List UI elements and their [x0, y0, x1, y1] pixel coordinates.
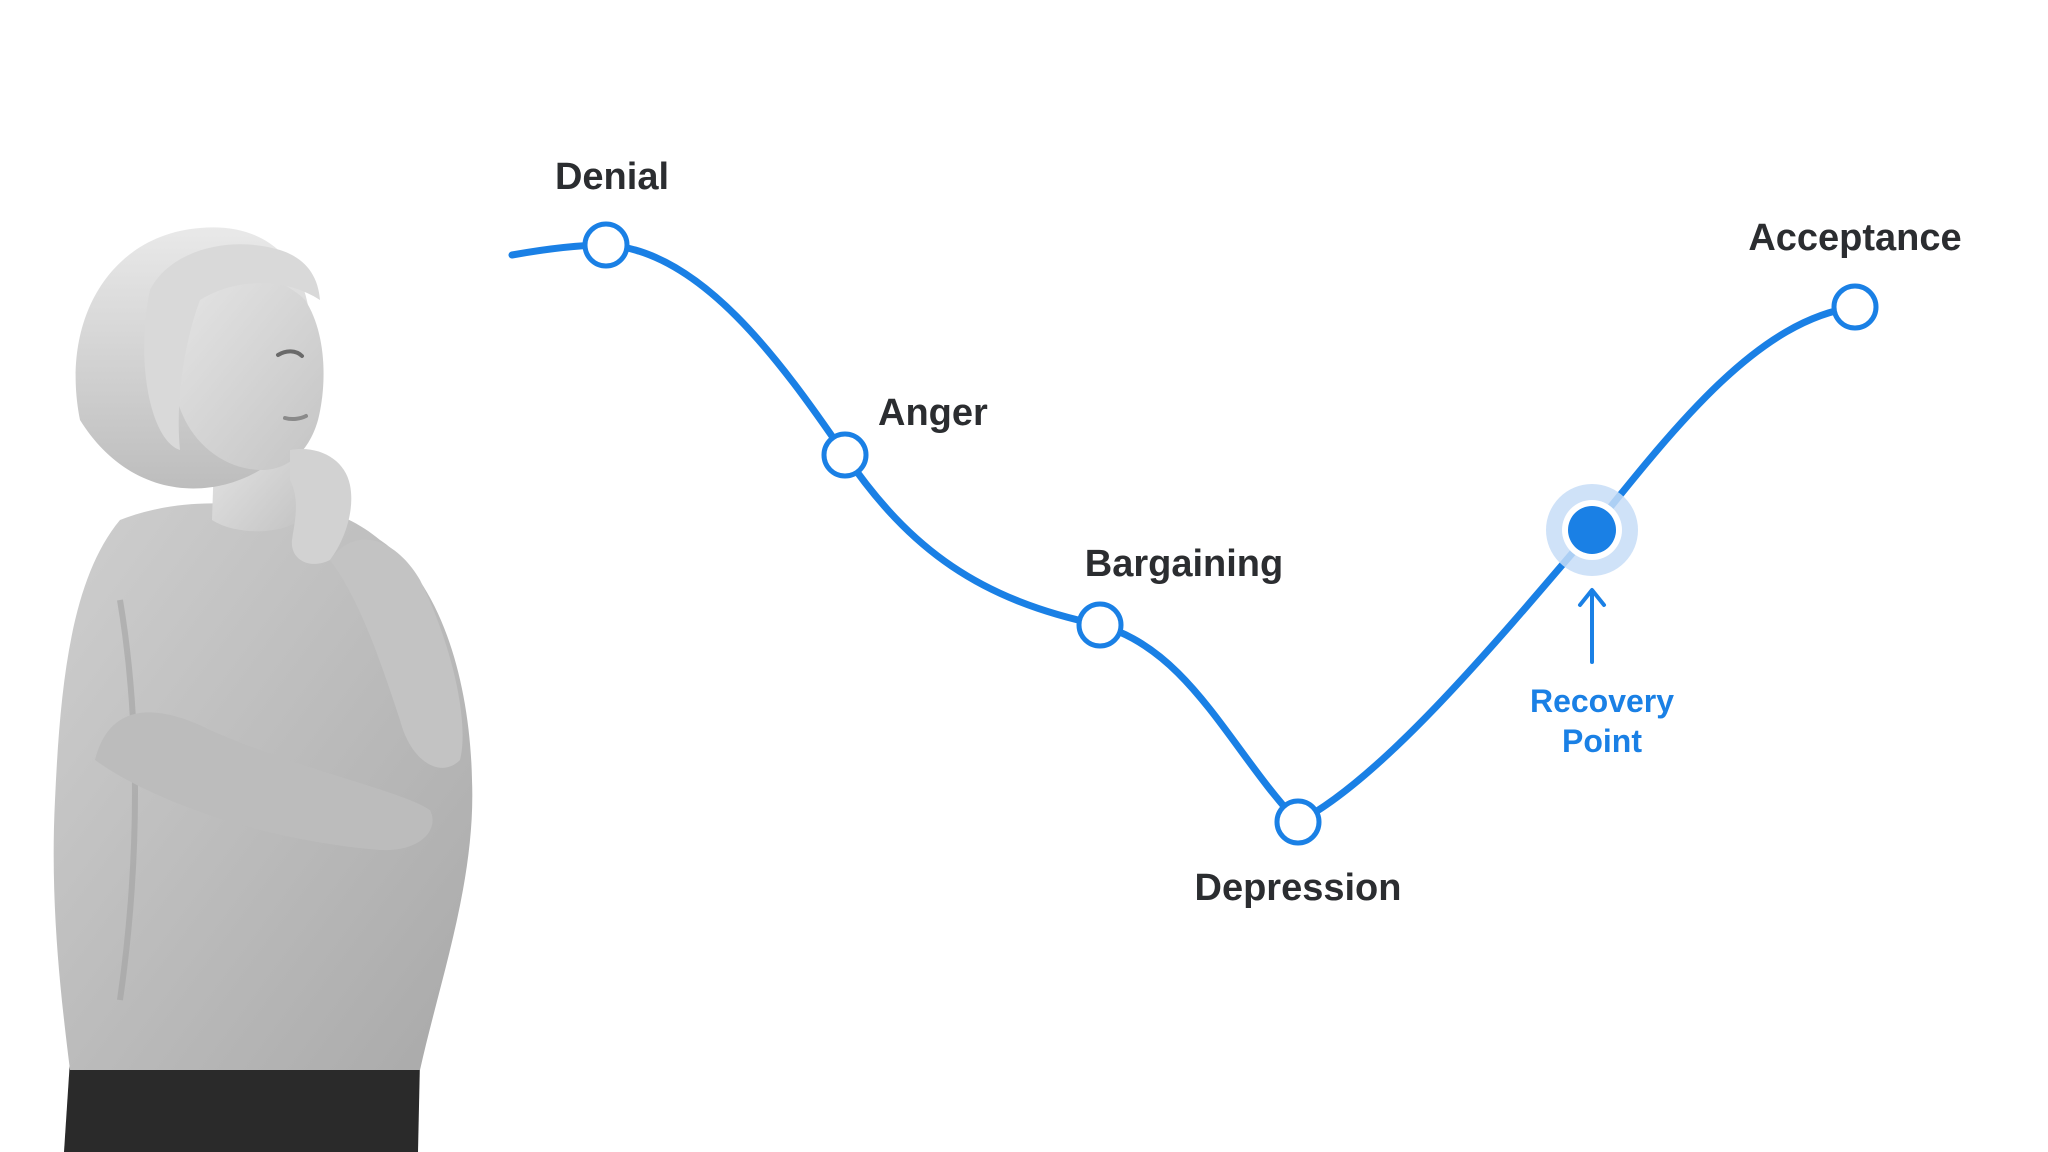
stage-nodes: [582, 221, 1879, 846]
stage-label-acceptance: Acceptance: [1748, 217, 1961, 259]
node-depression: [1274, 798, 1322, 846]
raised-arm-shape: [330, 539, 463, 768]
stage-label-depression: Depression: [1195, 867, 1402, 909]
sweater-shading: [117, 599, 138, 1001]
woman-thinking-illustration: [53, 227, 473, 1152]
node-acceptance: [1831, 283, 1879, 331]
folded-arm-shape: [95, 712, 433, 851]
arrow-up-icon: [1578, 588, 1606, 607]
recovery-point-annotation: Recovery Point: [1530, 588, 1674, 759]
stage-label-bargaining: Bargaining: [1085, 543, 1283, 585]
stage-label-denial: Denial: [555, 156, 669, 198]
grief-curve-line: [508, 241, 1859, 827]
eye-shape: [276, 349, 304, 358]
trousers-shape: [64, 1060, 420, 1152]
mouth-shape: [283, 414, 308, 422]
stage-labels: Denial Anger Bargaining Depression Accep…: [555, 156, 1962, 909]
recovery-label-line1: Recovery: [1530, 683, 1674, 719]
face-shape: [165, 273, 324, 470]
hand-shape: [290, 449, 352, 564]
hair-fringe-shape: [144, 244, 320, 450]
node-anger: [821, 431, 869, 479]
grief-curve: [508, 241, 1859, 827]
recovery-point-dot: [1568, 506, 1616, 554]
recovery-label-line2: Point: [1562, 723, 1642, 759]
node-bargaining: [1076, 601, 1124, 649]
node-denial: [582, 221, 630, 269]
stage-label-anger: Anger: [878, 392, 988, 434]
